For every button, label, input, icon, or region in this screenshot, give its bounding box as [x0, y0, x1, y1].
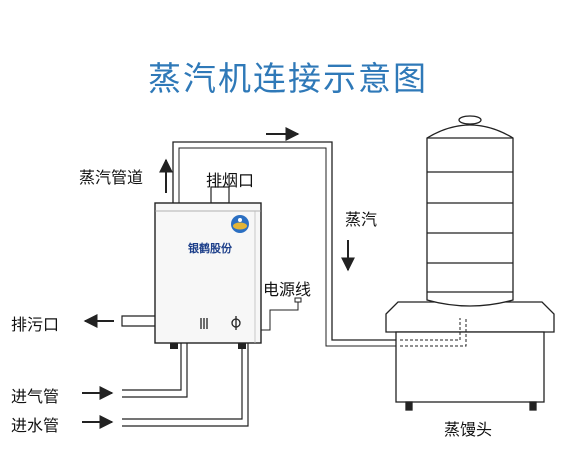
- label-drain: 排污口: [11, 315, 60, 334]
- drain-pipe: [121, 315, 155, 327]
- control-panel-icons: [200, 316, 241, 330]
- steamer-base: [385, 301, 555, 411]
- label-steam: 蒸汽: [345, 210, 378, 229]
- label-steamer: 蒸馒头: [444, 420, 493, 439]
- steam-pipe: [172, 141, 462, 347]
- steamer-tower: [426, 115, 514, 307]
- label-water-inlet: 进水管: [11, 416, 60, 435]
- diagram-title: 蒸汽机连接示意图: [148, 59, 428, 98]
- water-inlet-pipe: [122, 343, 249, 427]
- machine-foot-left: [170, 343, 178, 349]
- machine-brand-label: 银鹤股份: [188, 242, 232, 255]
- brand-logo-icon: [231, 215, 249, 233]
- label-gas-inlet: 进气管: [11, 387, 60, 406]
- label-chimney: 排烟口: [206, 171, 255, 190]
- power-cord: [261, 297, 302, 331]
- steam-pipe-hidden: [400, 318, 467, 347]
- label-power-cord: 电源线: [263, 280, 312, 299]
- gas-inlet-pipe: [122, 343, 188, 398]
- label-steam-pipe: 蒸汽管道: [79, 168, 144, 187]
